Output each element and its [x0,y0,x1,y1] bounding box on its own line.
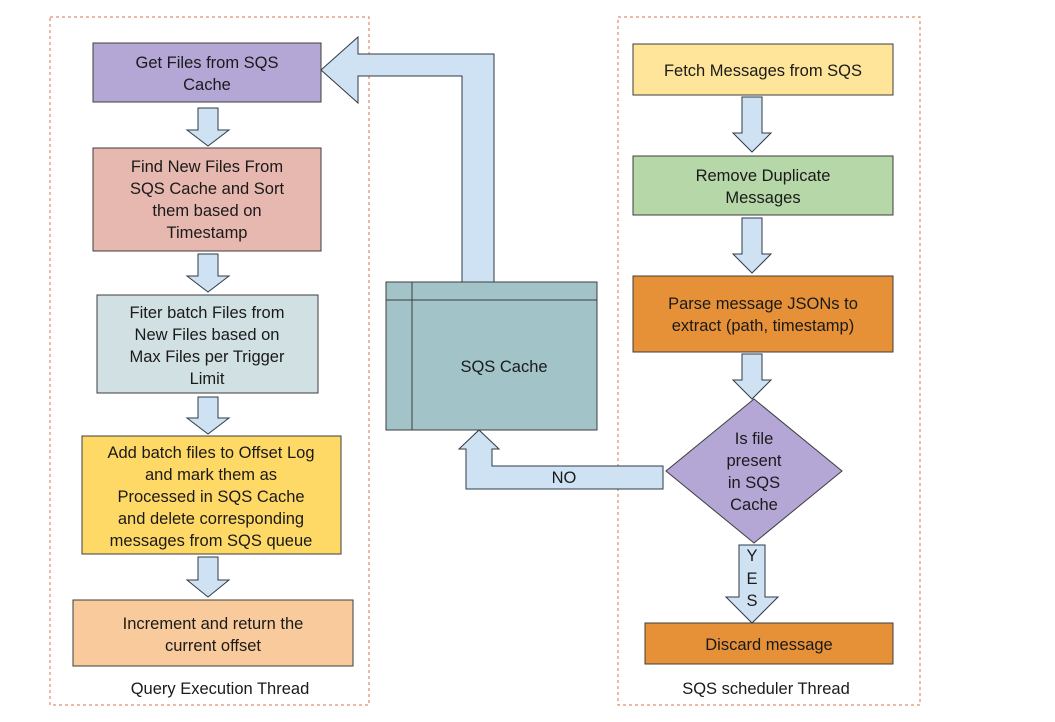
label-line: Max Files per Trigger [130,348,285,366]
label-line: Fetch Messages from SQS [664,62,862,80]
sqs-cache-label: SQS Cache [460,358,547,376]
label-line: Discard message [705,636,832,654]
step-discard-message-label: Discard message [705,636,832,654]
step-arrow-4 [185,556,231,598]
label-line: extract (path, timestamp) [672,317,854,335]
label-line: Find New Files From [131,158,283,176]
label-line: Timestamp [167,224,248,242]
yes-branch-label-e: E [746,570,757,588]
label-line: Messages [725,189,800,207]
label-line: current offset [165,637,261,655]
label-line: New Files based on [135,326,280,344]
sqs-scheduler-lane [617,16,921,706]
label-line: messages from SQS queue [110,532,313,550]
label-line: Cache [183,76,231,94]
label-line: in SQS [728,474,780,492]
label-line: and mark them as [145,466,277,484]
query-execution-lane-label: Query Execution Thread [131,680,310,698]
yes-branch-label-y: Y [746,547,757,565]
step-arrow-5 [731,96,773,153]
label-line: Add batch files to Offset Log [108,444,315,462]
step-parse-json-label: Parse message JSONs to extract (path, tim… [668,295,858,335]
step-parse-json: Parse message JSONs to extract (path, tim… [632,275,894,353]
step-discard-message: Discard message [644,622,894,665]
label-line: Fiter batch Files from [130,304,285,322]
yes-branch-arrow [724,544,780,624]
step-get-files: Get Files from SQS Cache [92,42,322,103]
no-branch-arrow [457,429,664,490]
label-line: Get Files from SQS [135,54,278,72]
step-increment-offset: Increment and return the current offset [72,599,354,667]
decision-label: Is file present in SQS Cache [726,430,781,514]
query-execution-lane [49,16,370,706]
label-line: present [726,452,781,470]
sqs-scheduler-lane-label: SQS scheduler Thread [682,680,850,698]
label-line: Is file [735,430,774,448]
label-line: SQS Cache and Sort [130,180,284,198]
yes-branch-label-s: S [746,592,757,610]
step-fetch-messages: Fetch Messages from SQS [632,43,894,96]
label-line: Cache [730,496,778,514]
label-line: Increment and return the [123,615,304,633]
step-get-files-label: Get Files from SQS Cache [135,54,278,94]
sqs-cache-store: SQS Cache [385,281,598,431]
label-line: and delete corresponding [118,510,304,528]
step-increment-offset-label: Increment and return the current offset [123,615,304,655]
step-arrow-6 [731,217,773,274]
label-line: them based on [152,202,261,220]
decision-file-in-cache: Is file present in SQS Cache [665,398,843,544]
no-branch-label: NO [552,469,577,487]
step-arrow-2 [185,253,231,293]
step-arrow-3 [185,396,231,435]
step-add-batch-files: Add batch files to Offset Log and mark th… [81,435,342,555]
cache-to-get-files-arrow [320,35,495,283]
step-arrow-7 [731,353,773,400]
step-add-batch-files-label: Add batch files to Offset Log and mark th… [108,444,315,550]
step-arrow-1 [185,107,231,147]
label-line: Remove Duplicate [696,167,831,185]
label-line: Processed in SQS Cache [117,488,304,506]
label-line: Parse message JSONs to [668,295,858,313]
label-line: Limit [190,370,225,388]
step-fetch-messages-label: Fetch Messages from SQS [664,62,862,80]
